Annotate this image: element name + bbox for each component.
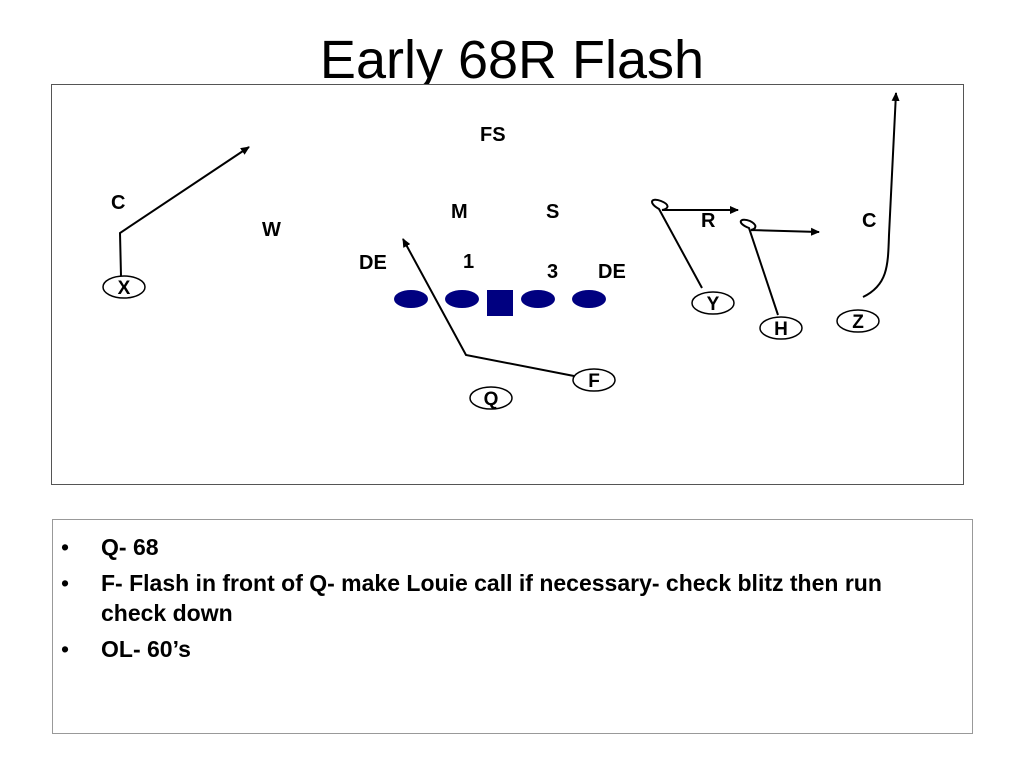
defender-tech-1: 1 [463, 251, 474, 273]
defender-will: W [262, 219, 281, 241]
x-route [118, 146, 250, 277]
player-x-label: X [118, 278, 131, 299]
offensive-line [394, 290, 606, 316]
bullet-marker: • [61, 570, 70, 596]
notes-box: • Q- 68 • F- Flash in front of Q- make Lou… [52, 519, 973, 734]
player-z-label: Z [852, 312, 864, 333]
player-q-oval [469, 386, 513, 410]
player-q-label: Q [484, 389, 499, 410]
defender-de-right: DE [598, 261, 626, 283]
right-tackle-marker [572, 290, 606, 308]
list-item: • F- Flash in front of Q- make Louie call… [53, 568, 972, 628]
defender-rover: R [701, 210, 716, 232]
note-text: F- Flash in front of Q- make Louie call … [101, 570, 882, 626]
bullet-marker: • [61, 534, 70, 560]
right-guard-marker [521, 290, 555, 308]
list-item: • OL- 60’s [53, 634, 972, 664]
left-tackle-marker [394, 290, 428, 308]
notes-list: • Q- 68 • F- Flash in front of Q- make Lou… [53, 532, 972, 670]
play-diagram-canvas: X Y H Z F Q FS C W M S R C DE 1 3 DE [102, 92, 900, 410]
player-y-label: Y [707, 294, 720, 315]
defender-corner-right: C [862, 210, 876, 232]
note-text: OL- 60’s [101, 636, 191, 662]
play-diagram: X Y H Z F Q FS C W M S R C DE 1 3 DE [51, 84, 964, 485]
center-marker [487, 290, 513, 316]
player-y-oval [691, 291, 735, 315]
player-x-oval [102, 275, 146, 299]
left-guard-marker [445, 290, 479, 308]
player-f-label: F [588, 371, 600, 392]
defender-de-left: DE [359, 252, 387, 274]
defender-tech-3: 3 [547, 261, 558, 283]
player-f-oval [572, 368, 616, 392]
list-item: • Q- 68 [53, 532, 972, 562]
player-h-oval [759, 316, 803, 340]
f-route [402, 238, 575, 377]
offense-players: X Y H Z F Q [102, 275, 880, 410]
defender-fs: FS [480, 124, 506, 146]
defense-labels: FS C W M S R C DE 1 3 DE [111, 124, 876, 283]
z-route [862, 92, 900, 298]
player-h-label: H [774, 319, 788, 340]
defender-mike: M [451, 201, 468, 223]
bullet-marker: • [61, 636, 70, 662]
slide-title: Early 68R Flash [319, 30, 705, 90]
note-text: Q- 68 [101, 534, 159, 560]
defender-corner-left: C [111, 192, 125, 214]
h-route [739, 218, 820, 316]
player-z-oval [836, 309, 880, 333]
y-route [651, 198, 739, 289]
defender-sam: S [546, 201, 559, 223]
